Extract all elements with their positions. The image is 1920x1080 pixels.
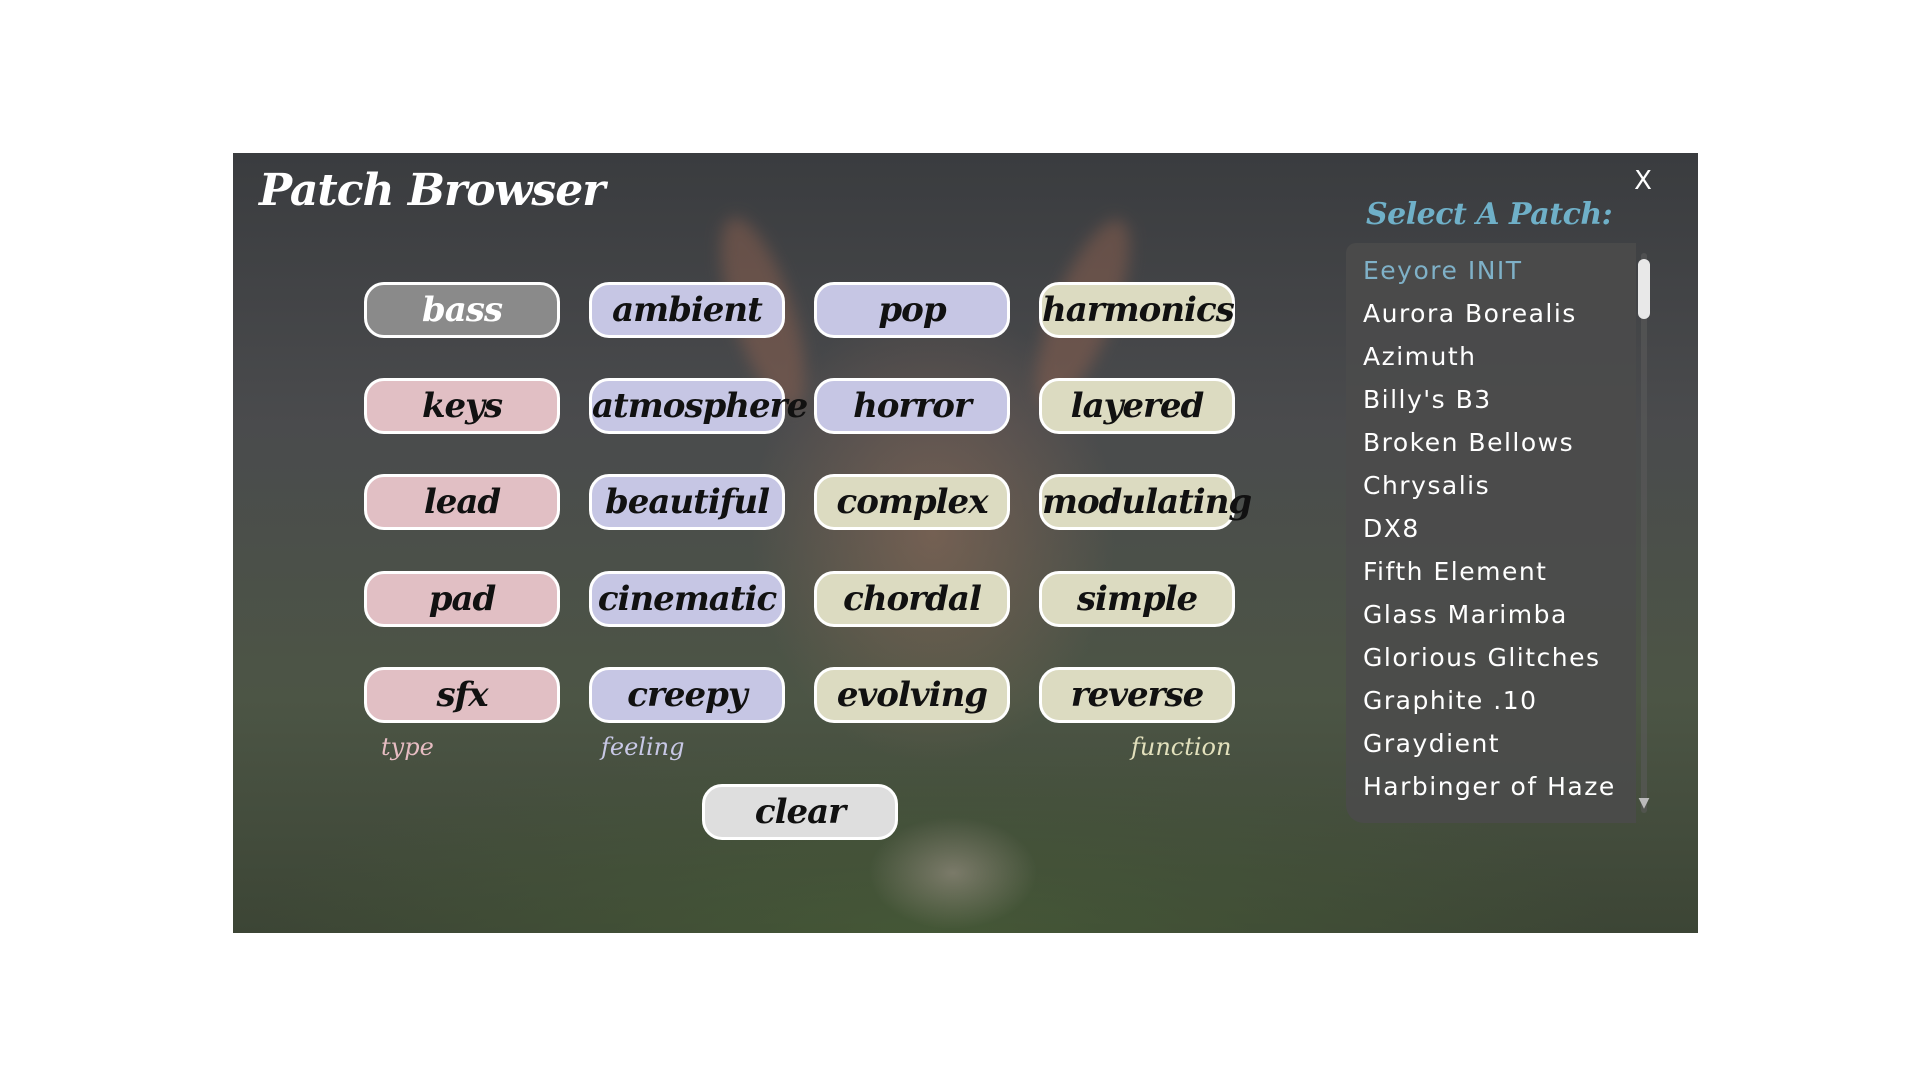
patch-item[interactable]: Broken Bellows — [1363, 428, 1575, 457]
tag-evolving[interactable]: evolving — [814, 667, 1010, 723]
patch-item[interactable]: Graydient — [1363, 729, 1501, 758]
patch-item[interactable]: Glass Marimba — [1363, 600, 1568, 629]
tag-beautiful[interactable]: beautiful — [589, 474, 785, 530]
tag-simple[interactable]: simple — [1039, 571, 1235, 627]
patch-item[interactable]: Billy's B3 — [1363, 385, 1492, 414]
patch-item[interactable]: Graphite .10 — [1363, 686, 1538, 715]
tag-pad[interactable]: pad — [364, 571, 560, 627]
tag-modulating[interactable]: modulating — [1039, 474, 1252, 530]
tag-sfx[interactable]: sfx — [364, 667, 560, 723]
close-button[interactable]: X — [1634, 166, 1652, 196]
window-title: Patch Browser — [259, 165, 605, 216]
clear-button[interactable]: clear — [702, 784, 898, 840]
patch-item[interactable]: DX8 — [1363, 514, 1420, 543]
tag-lead[interactable]: lead — [364, 474, 560, 530]
tag-atmosphere[interactable]: atmosphere — [589, 378, 808, 434]
patch-browser-window: Patch Browser X bass keys lead pad sfx a… — [233, 153, 1698, 933]
tag-layered[interactable]: layered — [1039, 378, 1235, 434]
tag-ambient[interactable]: ambient — [589, 282, 785, 338]
group-label-function: function — [1131, 733, 1232, 761]
scroll-track[interactable] — [1641, 253, 1647, 813]
tag-chordal[interactable]: chordal — [814, 571, 1010, 627]
group-label-feeling: feeling — [601, 733, 685, 761]
patch-item[interactable]: Chrysalis — [1363, 471, 1491, 500]
patch-item[interactable]: Fifth Element — [1363, 557, 1548, 586]
tag-cinematic[interactable]: cinematic — [589, 571, 785, 627]
patch-list-scrollbar[interactable]: ▼ — [1636, 253, 1652, 813]
patch-list[interactable]: Eeyore INIT Aurora Borealis Azimuth Bill… — [1346, 243, 1636, 823]
tag-horror[interactable]: horror — [814, 378, 1010, 434]
scroll-thumb[interactable] — [1638, 259, 1650, 319]
patch-item[interactable]: Aurora Borealis — [1363, 299, 1577, 328]
tag-pop[interactable]: pop — [814, 282, 1010, 338]
tag-bass[interactable]: bass — [364, 282, 560, 338]
tag-harmonics[interactable]: harmonics — [1039, 282, 1235, 338]
tag-reverse[interactable]: reverse — [1039, 667, 1235, 723]
triangle-down-icon[interactable]: ▼ — [1638, 795, 1650, 811]
patch-item[interactable]: Azimuth — [1363, 342, 1477, 371]
patch-item[interactable]: Glorious Glitches — [1363, 643, 1601, 672]
group-label-type: type — [381, 733, 434, 761]
tag-creepy[interactable]: creepy — [589, 667, 785, 723]
select-patch-heading: Select A Patch: — [1366, 197, 1613, 232]
patch-item[interactable]: Harbinger of Haze — [1363, 772, 1616, 801]
tag-keys[interactable]: keys — [364, 378, 560, 434]
patch-item-current[interactable]: Eeyore INIT — [1363, 256, 1523, 285]
tag-complex[interactable]: complex — [814, 474, 1010, 530]
